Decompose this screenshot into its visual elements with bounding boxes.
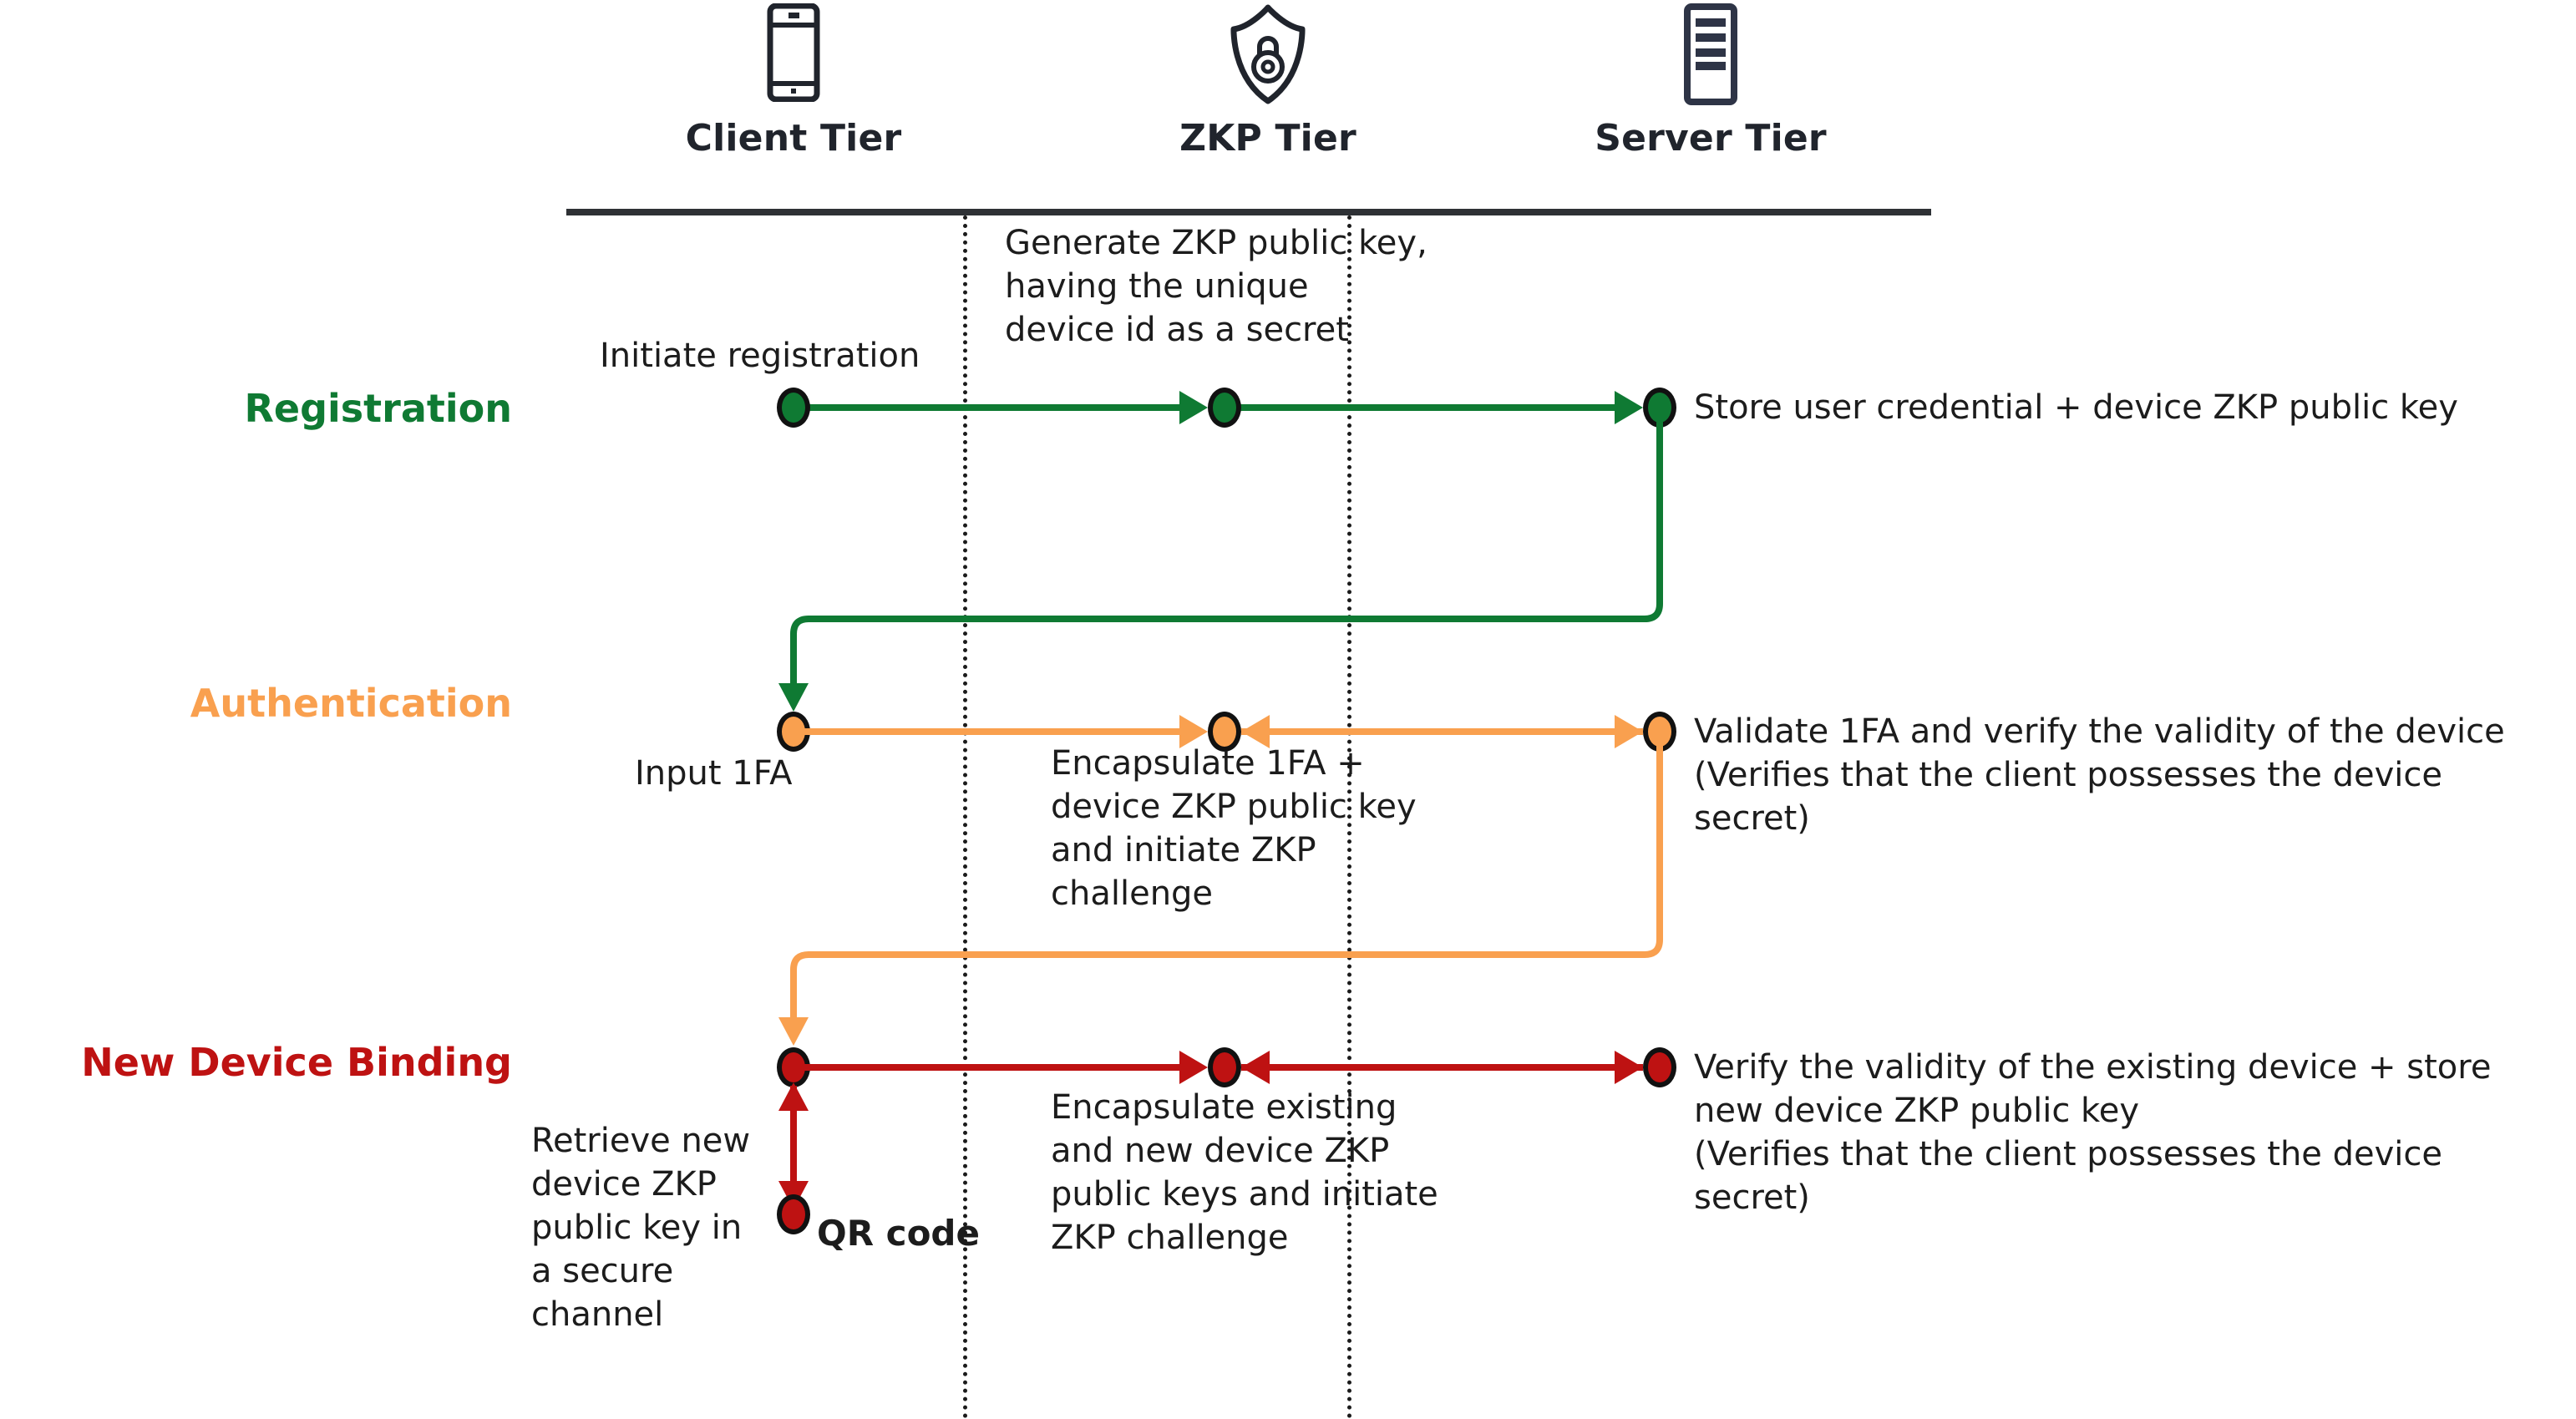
phase-label-registration: Registration [244, 386, 512, 431]
arrowhead-qr-code-upward [778, 1082, 809, 1111]
arrowhead-authentication-feedback-to-client [778, 1017, 809, 1046]
phase-label-new-device-binding: New Device Binding [81, 1040, 512, 1085]
node-registration-client [777, 388, 810, 428]
node-new-device-binding-server [1643, 1047, 1676, 1087]
node-authentication-zkp [1208, 712, 1241, 752]
note-verify-existing-device: Verify the validity of the existing devi… [1694, 1048, 2492, 1217]
node-new-device-binding-zkp [1208, 1047, 1241, 1087]
note-encapsulate-existing-new: Encapsulate existing and new device ZKP … [1051, 1088, 1438, 1257]
node-registration-zkp [1208, 388, 1241, 428]
message-line-qr-code-exchange [790, 1086, 797, 1209]
note-generate-zkp-key: Generate ZKP public key, having the uniq… [1005, 224, 1427, 349]
actor-client-tier: Client Tier [618, 3, 969, 160]
message-line-authentication-client-to-zkp [794, 728, 1194, 735]
note-store-user-credential: Store user credential + device ZKP publi… [1694, 388, 2458, 427]
note-validate-1fa: Validate 1FA and verify the validity of … [1694, 712, 2505, 838]
arrowhead-authentication-client-to-zkp [1179, 715, 1208, 748]
note-initiate-registration: Initiate registration [600, 337, 920, 375]
arrowhead-registration-feedback-to-client [778, 683, 809, 712]
arrowhead-new-device-binding-zkp-to-server [1615, 1051, 1643, 1084]
server-rack-icon [1535, 3, 1886, 112]
arrowhead-authentication-zkp-to-server [1615, 715, 1643, 748]
lifeline-server-tier [1347, 215, 1351, 1419]
shield-lock-icon [1093, 3, 1443, 112]
note-encapsulate-1fa: Encapsulate 1FA + device ZKP public key … [1051, 744, 1417, 913]
message-line-new-device-binding-server-to-zkp [1241, 1064, 1643, 1071]
note-qr-code: QR code [817, 1213, 980, 1254]
message-line-authentication-server-to-zkp [1241, 728, 1643, 735]
message-line-registration-zkp-to-server [1225, 404, 1630, 411]
message-line-new-device-binding-client-to-zkp [794, 1064, 1194, 1071]
arrowhead-registration-zkp-to-server [1615, 391, 1643, 424]
arrowhead-new-device-binding-server-to-zkp [1241, 1051, 1270, 1084]
smartphone-icon [618, 3, 969, 112]
header-separator [566, 209, 1931, 215]
phase-label-authentication: Authentication [190, 681, 512, 726]
actor-label-server-tier: Server Tier [1595, 117, 1827, 160]
actor-label-zkp-tier: ZKP Tier [1179, 117, 1356, 160]
message-line-registration-client-to-zkp [794, 404, 1194, 411]
lifeline-zkp-tier [963, 215, 967, 1419]
actor-zkp-tier: ZKP Tier [1093, 3, 1443, 160]
note-retrieve-new-device-key: Retrieve new device ZKP public key in a … [531, 1122, 751, 1334]
actor-label-client-tier: Client Tier [685, 117, 902, 160]
arrowhead-authentication-server-to-zkp [1241, 715, 1270, 748]
node-new-device-binding-new-device [777, 1194, 810, 1234]
arrowhead-registration-client-to-zkp [1179, 391, 1208, 424]
actor-server-tier: Server Tier [1535, 3, 1886, 160]
note-input-1fa: Input 1FA [635, 754, 793, 793]
arrowhead-new-device-binding-client-to-zkp [1179, 1051, 1208, 1084]
